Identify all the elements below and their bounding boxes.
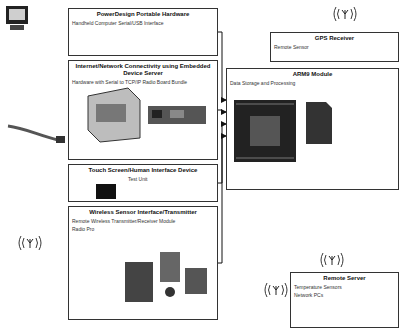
connector-arrow: [218, 110, 226, 112]
network-cable: [8, 126, 65, 143]
arm-module-picture: [234, 100, 296, 162]
process-box: Remote ServerTemperature SensorsNetwork …: [290, 272, 399, 328]
sd-card: [306, 102, 332, 144]
antenna-symbol: [321, 253, 343, 267]
box-heading: ARM9 Module: [230, 71, 395, 78]
connector-arrow: [218, 32, 226, 100]
box-heading: Touch Screen/Human Interface Device: [72, 167, 214, 174]
box-body: Test Unit: [128, 176, 214, 182]
box-body: Handheld Computer Serial/USB Interface: [72, 20, 214, 26]
box-heading: GPS Receiver: [274, 35, 395, 42]
box-body: Temperature Sensors: [294, 284, 395, 290]
box-heading: Internet/Network Connectivity using Embe…: [72, 63, 214, 77]
box-body: Remote Sensor: [274, 44, 395, 50]
process-box: GPS ReceiverRemote Sensor: [270, 32, 399, 62]
box-heading: Remote Server: [294, 275, 395, 282]
box-heading: PowerDesign Portable Hardware: [72, 11, 214, 18]
box-heading: Wireless Sensor Interface/Transmitter: [72, 209, 214, 216]
process-box: Internet/Network Connectivity using Embe…: [68, 60, 218, 160]
process-box: Touch Screen/Human Interface DeviceTest …: [68, 164, 218, 202]
process-box: Wireless Sensor Interface/TransmitterRem…: [68, 206, 218, 320]
antenna-symbol: [19, 236, 41, 250]
antenna-symbol: [265, 283, 287, 297]
box-body: Remote Wireless Transmitter/Receiver Mod…: [72, 218, 214, 224]
device-server-picture: [88, 88, 206, 142]
box-body: Hardware with Serial to TCP/IP Radio Boa…: [72, 79, 214, 85]
computer-icon: [6, 6, 28, 30]
box-body: Network PCs: [294, 292, 395, 298]
process-box: ARM9 ModuleData Storage and Processing: [226, 68, 399, 190]
connector-arrow: [218, 136, 226, 263]
box-body: Data Storage and Processing: [230, 80, 395, 86]
process-box: PowerDesign Portable HardwareHandheld Co…: [68, 8, 218, 56]
wireless-module-picture: [125, 252, 207, 302]
antenna-symbol: [334, 7, 356, 21]
touch-screen-picture: [96, 184, 116, 199]
box-body: Radio Pro: [72, 226, 214, 232]
